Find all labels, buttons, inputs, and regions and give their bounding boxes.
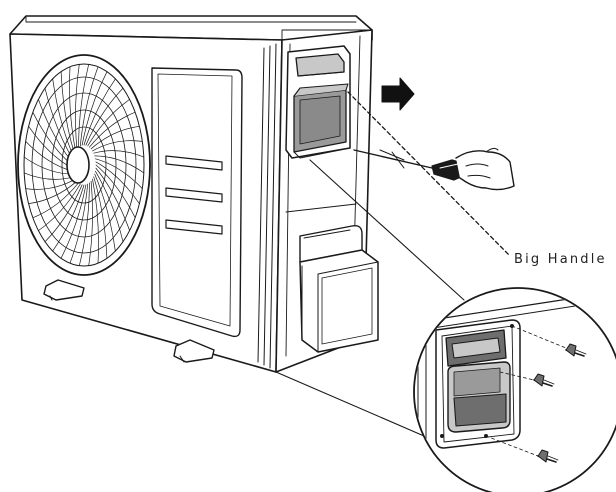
grille-spoke xyxy=(81,71,108,146)
grille-spoke xyxy=(69,183,89,264)
grille-spoke xyxy=(92,140,143,152)
grille-spoke xyxy=(38,183,81,231)
zoom-detail xyxy=(413,287,616,492)
grille-spoke xyxy=(87,99,130,147)
grille-spoke xyxy=(95,158,143,189)
grille-spoke xyxy=(92,178,99,264)
screw-icon xyxy=(533,373,555,387)
grille-spoke xyxy=(79,66,99,147)
grille-spoke xyxy=(69,66,76,152)
hand-icon xyxy=(455,147,515,191)
big-handle xyxy=(285,45,351,159)
grille-spoke xyxy=(44,184,83,243)
foot-right xyxy=(173,339,215,363)
grille-spoke xyxy=(95,167,130,231)
mounting-feet xyxy=(43,279,215,363)
vent-slot xyxy=(165,155,223,171)
screwdriver-icon xyxy=(353,149,469,181)
fan-grille xyxy=(17,54,151,276)
foot-left xyxy=(43,279,85,301)
right-arrow-icon xyxy=(381,77,415,111)
grille-spoke xyxy=(95,161,140,205)
callout-leaders xyxy=(275,91,511,437)
grille-spoke xyxy=(52,184,85,252)
zoom-leader-lower xyxy=(275,371,425,437)
grille-spoke xyxy=(60,184,87,259)
vent-slot xyxy=(165,219,223,235)
fan-hub xyxy=(66,146,90,184)
grille-spoke xyxy=(93,150,145,158)
grille-spoke xyxy=(75,63,80,150)
grille-spoke xyxy=(78,63,90,148)
zoom-leader-upper xyxy=(309,159,465,301)
grille-spoke xyxy=(78,182,90,267)
grille-spoke xyxy=(83,78,116,146)
valve-cover xyxy=(299,224,379,353)
big-handle-label: Big Handle xyxy=(514,252,607,267)
grille-spoke xyxy=(32,182,79,219)
screw-icon xyxy=(565,343,587,357)
front-panel xyxy=(151,67,243,338)
grille-spoke xyxy=(25,178,76,190)
grille-spoke xyxy=(60,71,75,154)
vent-slot xyxy=(165,187,223,203)
grille-spoke xyxy=(52,78,74,157)
grille-spoke xyxy=(94,155,145,174)
grille-spoke xyxy=(85,87,124,146)
grille-spoke xyxy=(94,173,116,252)
big-handle-leader xyxy=(347,91,511,257)
grille-spoke xyxy=(89,111,136,148)
grille-spoke xyxy=(95,164,136,219)
grille-spoke xyxy=(88,180,93,267)
grille-spoke xyxy=(93,176,108,259)
grille-spoke xyxy=(28,180,78,204)
plate-screw-hole xyxy=(440,434,444,438)
grille-spoke xyxy=(95,170,124,243)
screw-icon xyxy=(537,449,559,463)
grille-spoke xyxy=(90,126,140,150)
